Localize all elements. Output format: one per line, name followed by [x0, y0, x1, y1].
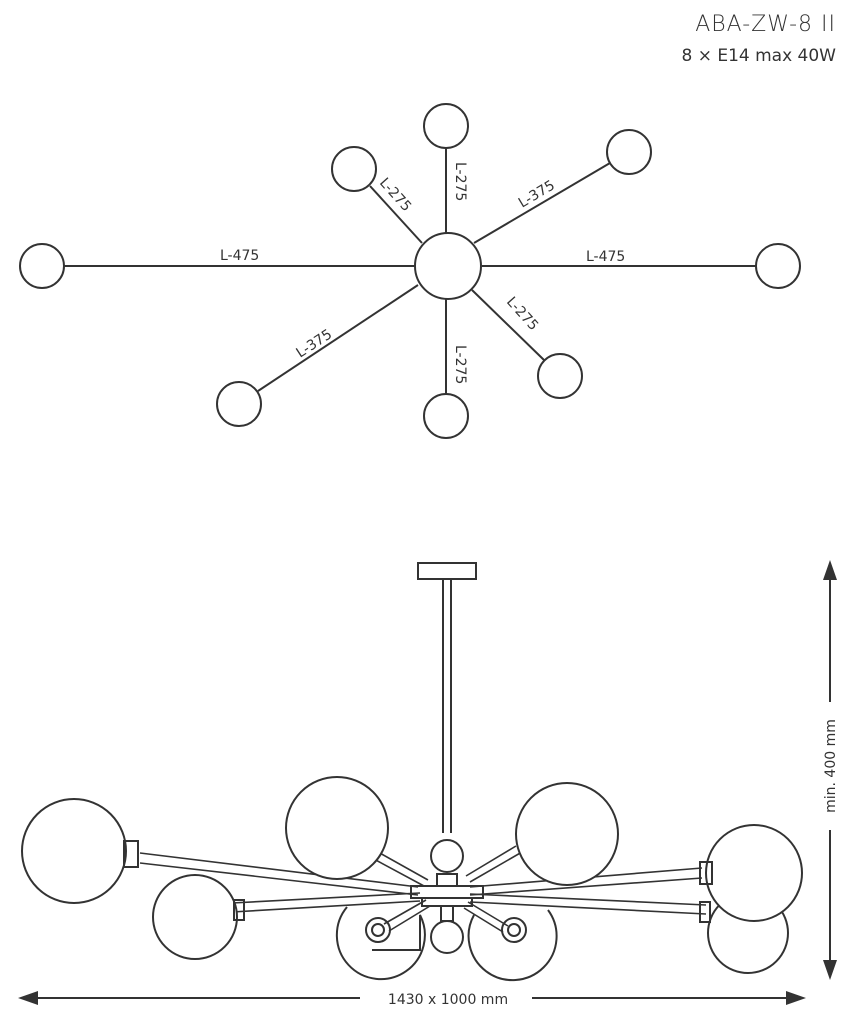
label-arm-down-right: L-275: [503, 294, 541, 334]
label-arm-down-left: L-375: [293, 327, 335, 362]
label-arm-down: L-275: [452, 345, 468, 384]
globe-bottom-left: [216, 381, 262, 427]
model-name: ABA-ZW-8 II: [695, 12, 836, 37]
globe-outer-right: [705, 824, 803, 922]
height-label: min. 400 mm: [823, 719, 839, 813]
arm-up-left: [369, 185, 423, 244]
label-arm-left: L-475: [220, 248, 259, 264]
arm-up-right: [473, 162, 611, 244]
arm-down-right: [471, 289, 545, 361]
globe-bottom: [423, 393, 469, 439]
width-dimension: 1430 x 1000 mm: [18, 991, 806, 1008]
hub-ring: [421, 897, 473, 907]
label-arm-up-left: L-275: [376, 175, 414, 215]
side-view: [21, 562, 803, 982]
socket-mid-left: [233, 899, 245, 921]
hub-neck: [436, 873, 458, 887]
socket-front-left-outer: [365, 917, 391, 943]
width-arrow-left: [18, 991, 38, 1005]
globe-front-left: [335, 906, 426, 981]
socket-mid-right: [699, 901, 711, 923]
hub-top: [414, 232, 482, 300]
socket-front-left-inner: [371, 923, 385, 937]
socket-outer-left: [123, 840, 139, 868]
width-label: 1430 x 1000 mm: [388, 992, 508, 1008]
globe-top-right: [606, 129, 652, 175]
globe-top: [423, 103, 469, 149]
label-arm-up: L-275: [452, 162, 468, 201]
globe-front-right: [467, 909, 558, 982]
globe-top-left: [331, 146, 377, 192]
globe-back-left: [285, 776, 389, 880]
socket-front-right-inner: [507, 923, 521, 937]
hub-ball-bottom: [430, 920, 464, 954]
hub-stem: [440, 905, 454, 922]
socket-outer-right: [699, 861, 713, 885]
height-dimension: min. 400 mm: [823, 560, 839, 980]
socket-front-right-outer: [501, 917, 527, 943]
label-arm-right: L-475: [586, 249, 625, 265]
globe-left: [19, 243, 65, 289]
ceiling-canopy: [417, 562, 477, 580]
hub-ball-top: [430, 839, 464, 873]
globe-right: [755, 243, 801, 289]
arm-down-left: [257, 284, 419, 392]
hub-plate: [410, 885, 484, 899]
globe-back-right: [515, 782, 619, 886]
top-view: L-275 L-275 L-375 L-475 L-475 L-375 L-27…: [19, 103, 801, 439]
globe-mid-left: [152, 874, 238, 960]
width-arrow-right: [786, 991, 806, 1005]
height-arrow-up: [823, 560, 837, 580]
globe-outer-left: [21, 798, 127, 904]
bulb-spec: 8 × E14 max 40W: [681, 46, 836, 66]
globe-bottom-right: [537, 353, 583, 399]
height-arrow-down: [823, 960, 837, 980]
